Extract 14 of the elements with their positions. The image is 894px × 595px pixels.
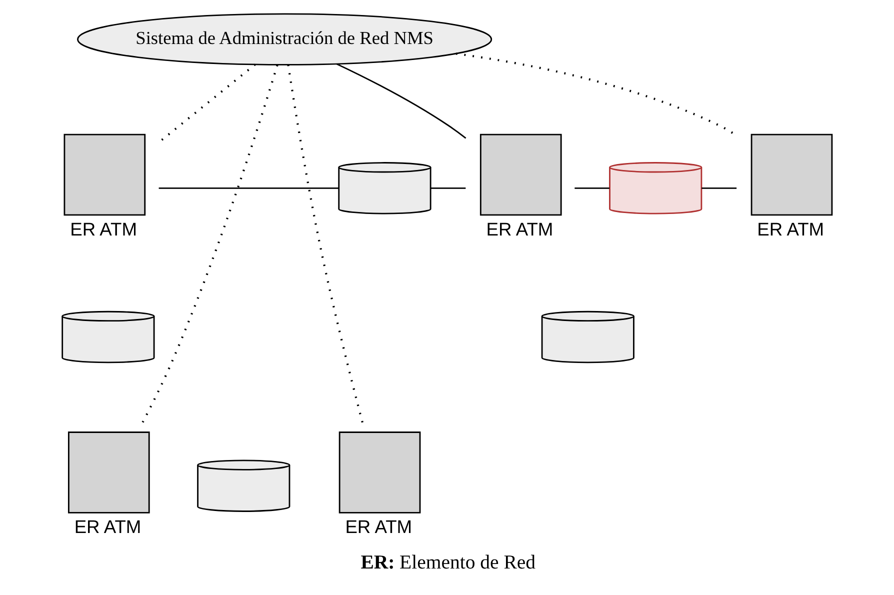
connector bbox=[158, 187, 338, 189]
caption: ER: Elemento de Red bbox=[360, 552, 536, 574]
node-label: ER ATM bbox=[74, 516, 141, 537]
node-label: ER ATM bbox=[344, 516, 412, 537]
node-label: ER ATM bbox=[486, 218, 553, 240]
connector bbox=[430, 187, 466, 189]
connector bbox=[286, 64, 364, 424]
connector bbox=[336, 63, 466, 139]
connector bbox=[701, 187, 736, 189]
node-ellipse: Sistema de Administración de Red NMS bbox=[76, 13, 492, 66]
node-label: ER ATM bbox=[70, 218, 136, 240]
connector bbox=[141, 64, 278, 424]
connector bbox=[574, 187, 609, 189]
node-label: ER ATM bbox=[756, 218, 824, 240]
